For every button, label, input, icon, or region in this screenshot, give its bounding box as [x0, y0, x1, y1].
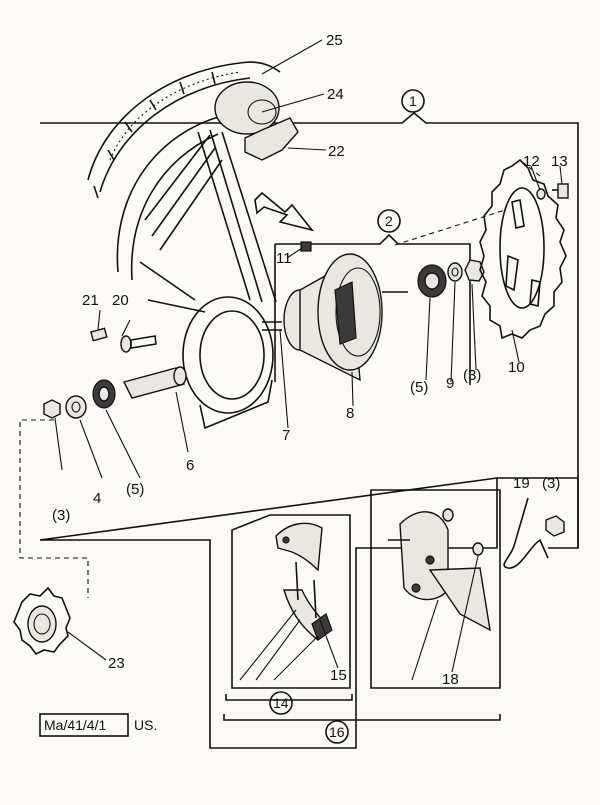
callout-14-circle: [269, 691, 293, 715]
nut-3-lower-right: [545, 515, 565, 537]
callout-14: 14: [273, 695, 289, 711]
leader-lines-14-15: [239, 609, 339, 681]
reference-suffix: US.: [134, 717, 157, 733]
callout-25: 25: [326, 32, 343, 49]
spacer-4: [65, 395, 87, 419]
callout-11: 11: [276, 250, 292, 267]
washer-12: [536, 188, 546, 200]
reference-code: Ma/41/4/1: [44, 717, 106, 733]
hub-flange-ring: [182, 296, 274, 430]
freewheel-sprocket-23: [13, 586, 71, 656]
callout-15: 15: [330, 667, 347, 684]
callout-10: 10: [508, 359, 525, 376]
part-11-block: [300, 241, 312, 252]
leader-23: [67, 631, 107, 661]
bearing-5-left: [92, 379, 116, 409]
callout-20: 20: [112, 292, 129, 309]
bracket-14: [225, 694, 353, 701]
callout-3-right: (3): [463, 367, 481, 384]
drum-cap-24: [214, 81, 280, 135]
screw-18b: [472, 542, 484, 556]
brake-hub-8: [283, 253, 408, 382]
dashed-link-sprocket-23: [19, 419, 89, 598]
spacer-tube-6: [122, 366, 187, 399]
callout-19: 19: [513, 475, 530, 492]
callout-6: 6: [186, 457, 194, 474]
brake-shoe-box: [231, 514, 351, 689]
brake-plate-18: [388, 511, 491, 632]
direction-arrow-icon: [254, 191, 315, 232]
bearing-5-right: [417, 264, 447, 298]
nut-3-left: [43, 399, 61, 419]
callout-7: 7: [282, 427, 290, 444]
callout-1-circle: [401, 89, 425, 113]
leader-lines-upper: [261, 39, 563, 429]
callout-16-circle: [325, 720, 349, 744]
nut-3-right: [464, 259, 485, 282]
assembly-boundary-1: [39, 111, 579, 749]
callout-21: 21: [82, 292, 99, 309]
brake-shoe-lower: [283, 589, 333, 641]
callout-3-left: (3): [52, 507, 70, 524]
callout-12: 12: [523, 153, 540, 170]
assembly-boundary-19: [497, 477, 579, 548]
spring-19: [503, 497, 549, 569]
callout-13: 13: [551, 153, 568, 170]
alignment-line-bolt: [519, 159, 541, 177]
callout-5-left: (5): [126, 481, 144, 498]
brake-spring-15b: [313, 579, 317, 619]
brake-plate-box: [370, 489, 501, 689]
leader-lines-left: [54, 309, 189, 479]
callout-18: 18: [442, 671, 459, 688]
callout-1: 1: [409, 93, 417, 109]
sprocket-10: [479, 158, 567, 340]
brake-shoe-upper: [275, 522, 323, 572]
brake-spring-15a: [295, 561, 299, 601]
callout-22: 22: [328, 143, 345, 160]
reference-box: [39, 713, 129, 737]
leader-lines-18: [411, 555, 479, 681]
callout-2: 2: [385, 213, 393, 229]
axle-7: [262, 321, 282, 331]
tyre: [87, 61, 281, 199]
washer-9: [447, 262, 463, 282]
callout-23: 23: [108, 655, 125, 672]
screw-18a: [442, 508, 454, 522]
callout-24: 24: [327, 86, 344, 103]
bolt-13: [552, 183, 569, 199]
alignment-line-hub-sprocket: [394, 209, 506, 246]
bracket-16: [223, 714, 501, 721]
callout-3-lower-right: (3): [542, 475, 560, 492]
wheel-rim: [116, 117, 277, 313]
callout-4: 4: [93, 490, 101, 507]
callout-9: 9: [446, 375, 454, 392]
bolt-20: [120, 335, 157, 353]
pin-21: [90, 327, 108, 342]
callout-5-right: (5): [410, 379, 428, 396]
cover-22: [244, 117, 299, 161]
callout-2-circle: [377, 209, 401, 233]
callout-8: 8: [346, 405, 354, 422]
callout-16: 16: [329, 724, 345, 740]
